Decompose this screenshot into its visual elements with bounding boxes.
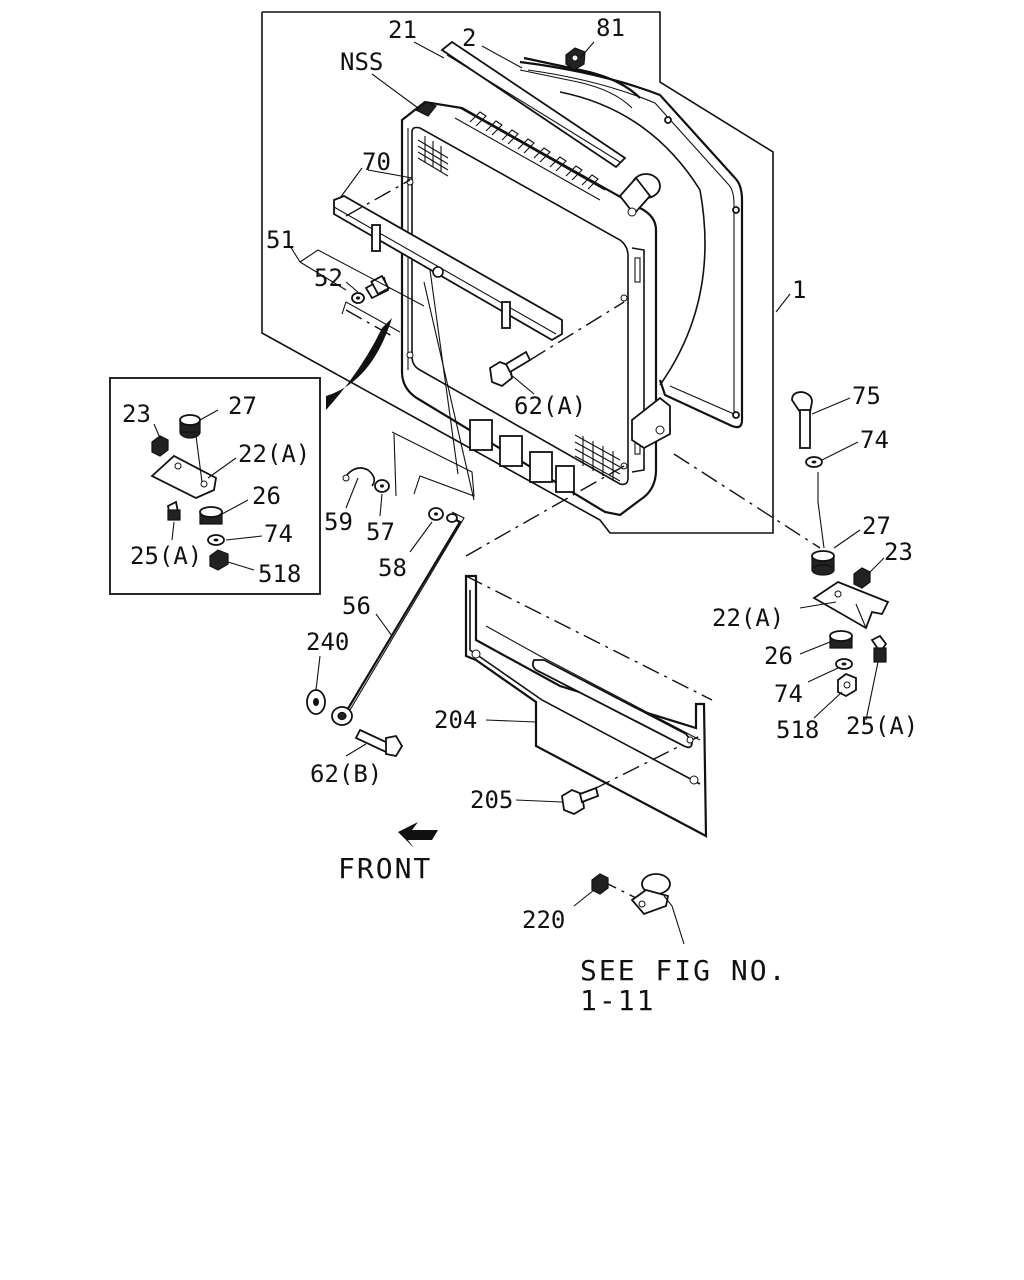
nut-23-right: [853, 567, 871, 589]
support-bar-70: [333, 195, 563, 342]
radiator-fins-top: [454, 107, 606, 201]
rubber-27-right: [811, 550, 835, 576]
label-25a-inset: 25(A): [130, 542, 202, 570]
label-51: 51: [266, 226, 295, 254]
inset-washer-74: [207, 534, 225, 546]
bolt-62b: [354, 728, 404, 758]
bolt-62a: [489, 350, 532, 388]
label-240: 240: [306, 628, 349, 656]
rubber-strip-21: [440, 40, 627, 169]
grille-bottom-right: [574, 434, 621, 482]
rubber-26-right: [829, 630, 853, 649]
seal-gasket-2: [519, 56, 641, 109]
pin-75: [791, 391, 813, 449]
nut-220: [591, 873, 609, 895]
washer-58: [428, 507, 444, 521]
label-57: 57: [366, 518, 395, 546]
lower-panel-204: [464, 574, 708, 838]
label-25a-right: 25(A): [846, 712, 918, 740]
inset-rubber-27: [179, 414, 201, 439]
inset-box: [109, 377, 321, 595]
label-52: 52: [314, 264, 343, 292]
radiator-core: [400, 100, 671, 517]
clip-59: [342, 467, 376, 487]
fan-shroud: [519, 60, 744, 429]
see-fig-note-line1: SEE FIG NO.: [580, 954, 787, 987]
label-518-inset: 518: [258, 560, 301, 588]
radiator-side-bracket: [406, 178, 645, 473]
inset-pointer-arrow: [326, 318, 392, 410]
stay-rod-parts: [306, 467, 465, 758]
clip-81: [565, 47, 586, 71]
reference-polyline-set: [299, 249, 475, 501]
bolt-25a-right: [870, 634, 888, 663]
label-74-inset: 74: [264, 520, 293, 548]
label-70: 70: [362, 148, 391, 176]
label-62b: 62(B): [310, 760, 382, 788]
radiator-inlet-neck: [618, 173, 661, 217]
label-518-right: 518: [776, 716, 819, 744]
inset-bolt-25a: [167, 500, 181, 521]
label-22a-right: 22(A): [712, 604, 784, 632]
radiator-bottom-tank: [469, 419, 575, 493]
label-1: 1: [792, 276, 806, 304]
hose-clamp: [630, 873, 671, 916]
right-mount-parts: [791, 391, 890, 698]
front-label: FRONT: [338, 852, 432, 885]
radiator-lower-bracket: [631, 396, 671, 450]
label-23-inset: 23: [122, 400, 151, 428]
label-62a: 62(A): [514, 392, 586, 420]
bolt-52: [364, 274, 390, 300]
label-56: 56: [342, 592, 371, 620]
see-fig-note-line2: 1-11: [580, 984, 655, 1017]
label-21: 21: [388, 16, 417, 44]
label-75: 75: [852, 382, 881, 410]
washer-74-right: [835, 658, 853, 670]
washer-57: [374, 479, 390, 493]
rubber-240: [306, 689, 326, 715]
label-204: 204: [434, 706, 477, 734]
nut-518-right: [837, 672, 857, 698]
bolt-205: [561, 786, 600, 816]
label-nss: NSS: [340, 48, 383, 76]
part-labels: 21 2 81 NSS 70 51 52 1 62(A) 75 74 27 23…: [122, 14, 918, 934]
label-26-inset: 26: [252, 482, 281, 510]
grille-top-left: [417, 136, 449, 177]
inset-nut-518: [209, 549, 229, 571]
leader-lines: [153, 41, 885, 945]
stay-rod-56: [331, 511, 465, 726]
label-27-right: 27: [862, 512, 891, 540]
front-arrow-icon: [398, 822, 438, 848]
inset-nut-23: [151, 435, 169, 457]
label-26-right: 26: [764, 642, 793, 670]
assembly-frame: [261, 11, 774, 534]
label-22a-inset: 22(A): [238, 440, 310, 468]
label-59: 59: [324, 508, 353, 536]
inset-bracket-22a: [150, 435, 217, 499]
washer-74-top: [805, 456, 823, 468]
label-220: 220: [522, 906, 565, 934]
label-81: 81: [596, 14, 625, 42]
label-205: 205: [470, 786, 513, 814]
label-27-inset: 27: [228, 392, 257, 420]
label-58: 58: [378, 554, 407, 582]
label-74-right: 74: [774, 680, 803, 708]
label-2: 2: [462, 24, 476, 52]
inset-rubber-26: [199, 506, 223, 525]
washer-51: [351, 292, 365, 304]
label-74-top: 74: [860, 426, 889, 454]
label-23-right: 23: [884, 538, 913, 566]
bracket-22a-right: [812, 580, 890, 630]
nss-tab: [414, 101, 437, 117]
